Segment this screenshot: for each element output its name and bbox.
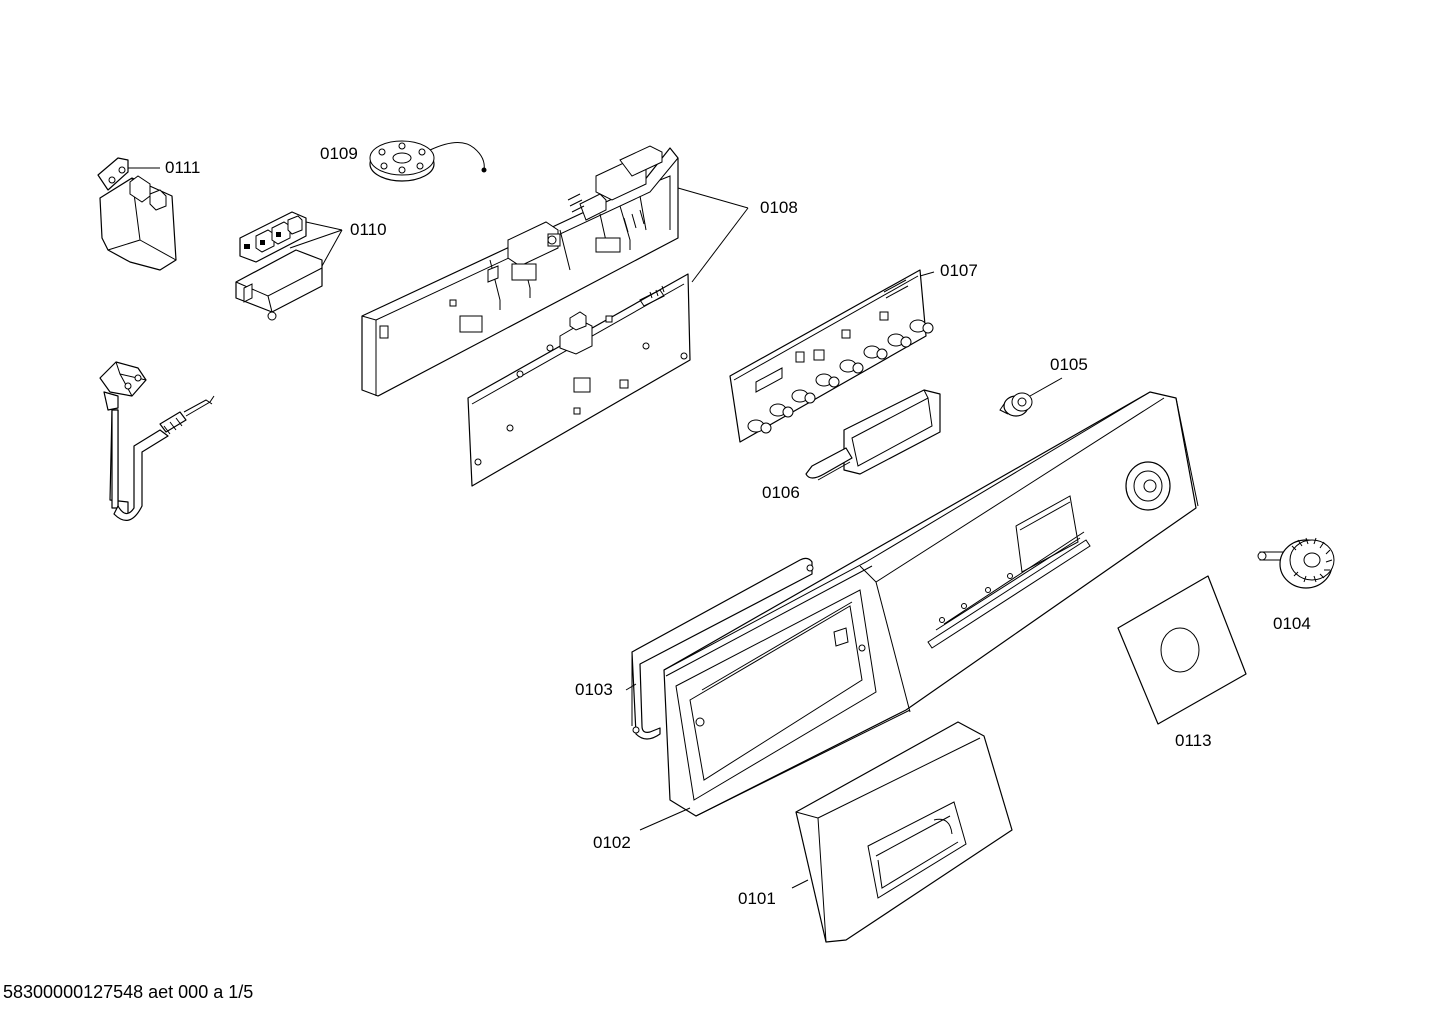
label-0108: 0108 [760, 198, 798, 217]
leader-0110-b [321, 229, 343, 267]
label-0110: 0110 [350, 220, 387, 239]
leader-0103 [625, 683, 637, 691]
part-0109-buzzer [369, 140, 487, 182]
button-row [747, 319, 934, 434]
part-0103-seal [631, 557, 814, 740]
label-0106: 0106 [762, 483, 800, 502]
leader-0110-c [289, 229, 343, 249]
label-0103: 0103 [575, 680, 613, 699]
part-0102-front-panel [663, 391, 1199, 817]
part-0110-relay-module [235, 211, 323, 321]
part-0104-knob [1257, 537, 1335, 589]
part-0106-display-window [805, 389, 941, 479]
leader-0108-a [677, 187, 749, 209]
document-id: 58300000127548 aet 000 a 1/5 [3, 982, 254, 1002]
label-0107: 0107 [940, 261, 978, 280]
leader-0102 [639, 807, 691, 831]
label-0105: 0105 [1050, 355, 1088, 374]
leader-0101 [791, 879, 809, 889]
label-0113: 0113 [1175, 731, 1212, 750]
leader-0110-a [305, 221, 343, 231]
part-0111-suppressor [97, 157, 177, 271]
leader-0106 [817, 461, 851, 481]
leader-0108-b [691, 207, 749, 283]
leader-0105 [1029, 377, 1063, 397]
label-0101: 0101 [738, 889, 776, 908]
part-0113-label [1117, 575, 1247, 725]
label-0102: 0102 [593, 833, 631, 852]
label-0111: 0111 [165, 158, 201, 177]
part-0101-drawer-front [795, 721, 1013, 943]
label-0109: 0109 [320, 144, 358, 163]
leader-0107 [919, 271, 935, 277]
part-0107-button-board [729, 269, 934, 443]
part-0108-control-module [361, 145, 691, 487]
label-0104: 0104 [1273, 614, 1311, 633]
part-0105-bushing [999, 392, 1033, 417]
part-power-cord [99, 361, 215, 521]
